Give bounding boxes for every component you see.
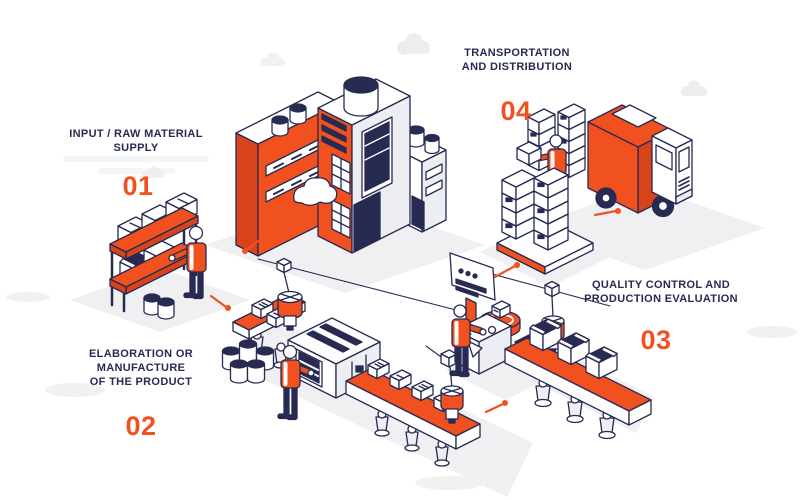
label-line: AND DISTRIBUTION (461, 61, 573, 73)
cloud-icon (681, 80, 707, 96)
label-line: TRANSPORTATION (464, 47, 570, 59)
box-stack (533, 167, 569, 251)
flow-arrows (209, 208, 621, 414)
hanging-dispenser-icon (276, 257, 303, 331)
box-stack (501, 169, 537, 240)
roof-tank-icon (271, 103, 307, 137)
clouds (63, 33, 707, 178)
label-line: INPUT / RAW MATERIAL (69, 128, 203, 140)
label-line: MANUFACTURE (96, 362, 186, 374)
stage-4-number: 04 (500, 96, 532, 126)
label-line: QUALITY CONTROL AND (591, 279, 731, 291)
machine (287, 317, 381, 399)
stage-1-label: INPUT / RAW MATERIAL SUPPLY (69, 127, 203, 155)
stage-4-label: TRANSPORTATION AND DISTRIBUTION (462, 46, 572, 74)
smoke-icon (293, 177, 338, 206)
stage-2-label: ELABORATION OR MANUFACTURE OF THE PRODUC… (89, 347, 193, 389)
flow-arrow (209, 294, 231, 311)
label-line: SUPPLY (113, 142, 159, 154)
hanging-dispenser-icon (440, 349, 464, 424)
flow-arrow (484, 400, 508, 414)
chimney-icon (343, 76, 379, 117)
box-icon (491, 300, 511, 319)
warehouse-rack (109, 192, 199, 320)
barrel-icon (143, 293, 175, 320)
worker-machine-operator (277, 344, 315, 421)
flow-arrow (593, 208, 621, 217)
ghost-text (63, 156, 209, 174)
skylight (611, 104, 657, 128)
factory-building (235, 76, 447, 257)
cloud-icon (397, 33, 430, 55)
flow-arrow (242, 236, 264, 254)
delivery-truck (587, 104, 693, 218)
roof-tank-icon (407, 125, 440, 155)
qc-station (449, 252, 652, 440)
cloud-icon (260, 52, 285, 67)
production-line (221, 257, 481, 467)
loading-area (496, 103, 594, 275)
worker-warehouse (168, 225, 207, 300)
stage-3-number: 03 (640, 325, 672, 355)
flow-arrow (493, 262, 520, 279)
barrel-icon (221, 339, 275, 384)
label-line: ELABORATION OR (88, 348, 194, 360)
open-box-icon (529, 318, 618, 380)
worker-qc-operator (449, 304, 487, 378)
stage-1-number: 01 (122, 171, 154, 201)
stage-3-label: QUALITY CONTROL AND PRODUCTION EVALUATIO… (584, 278, 738, 306)
conveyor-leg (374, 409, 450, 467)
carried-box-icon (516, 141, 542, 166)
stage-2-number: 02 (125, 411, 157, 441)
label-line: PRODUCTION EVALUATION (584, 293, 738, 305)
label-line: OF THE PRODUCT (89, 376, 193, 388)
